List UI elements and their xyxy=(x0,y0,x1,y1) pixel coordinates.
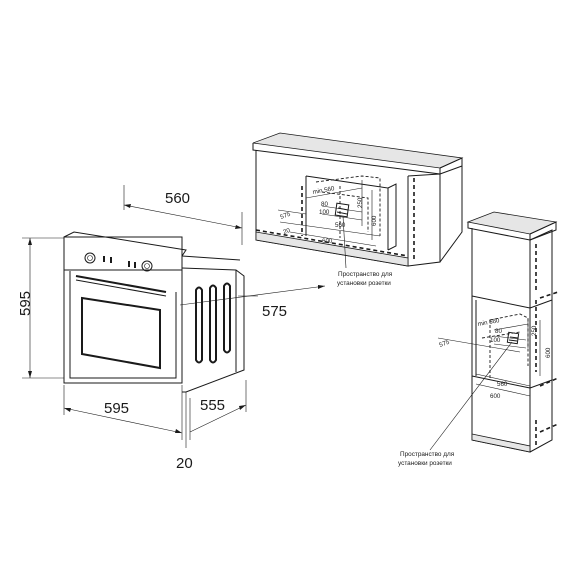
label-575-upper: 575 xyxy=(279,211,292,221)
label-80-lower: 80 xyxy=(495,328,502,335)
dimension-575-side: 575 xyxy=(179,285,326,320)
label-595-width: 595 xyxy=(104,400,129,417)
label-560-lower: 560 xyxy=(497,381,508,388)
socket-note-upper-line1: Пространство для xyxy=(338,271,393,278)
cabinet-under-counter: min 560 80 100 575 560 20 600 250 600 Пр… xyxy=(252,132,464,287)
oven-front xyxy=(63,236,183,384)
dimension-560-top: 560 xyxy=(123,185,243,245)
oven-control-panel xyxy=(84,252,153,272)
label-min560-upper: min 560 xyxy=(312,185,335,196)
cabinet-tall: min 560 80 100 575 250 600 560 600 Прост… xyxy=(398,211,559,467)
oven-window xyxy=(81,296,161,370)
label-600-height-lower: 600 xyxy=(545,347,552,358)
label-250-lower: 250 xyxy=(531,325,538,336)
label-560-upper: 560 xyxy=(335,222,346,229)
oven-knob-left xyxy=(84,252,96,264)
socket-box-upper xyxy=(334,202,350,218)
oven-handle xyxy=(75,275,167,293)
oven-drawing: 560 595 xyxy=(17,185,326,472)
label-575: 575 xyxy=(262,303,287,320)
label-600-width-upper: 600 xyxy=(322,238,333,245)
label-555: 555 xyxy=(200,397,225,414)
label-100-upper: 100 xyxy=(319,209,330,216)
dimension-555: 555 xyxy=(189,380,247,440)
label-250-upper: 250 xyxy=(357,197,364,208)
socket-note-lower-line2: установки розетки xyxy=(398,460,452,467)
label-560: 560 xyxy=(165,190,190,207)
oven-knob-right xyxy=(141,260,153,272)
label-min560-lower: min 560 xyxy=(477,317,500,328)
label-600-height-upper: 600 xyxy=(371,215,378,226)
dimension-595-height: 595 xyxy=(17,237,64,379)
dimension-20: 20 xyxy=(176,392,193,472)
label-20-upper: 20 xyxy=(282,227,291,236)
label-80-upper: 80 xyxy=(321,201,328,208)
oven-side-ribs xyxy=(195,282,231,364)
label-20: 20 xyxy=(176,455,193,472)
label-595-height: 595 xyxy=(17,291,34,316)
label-600-width-lower: 600 xyxy=(490,393,501,400)
label-575-lower: 575 xyxy=(438,339,451,349)
socket-note-upper-line2: установки розетки xyxy=(337,280,391,287)
dimension-595-width: 595 xyxy=(63,385,183,440)
label-100-lower: 100 xyxy=(490,337,501,344)
socket-note-lower-line1: Пространство для xyxy=(400,451,455,458)
